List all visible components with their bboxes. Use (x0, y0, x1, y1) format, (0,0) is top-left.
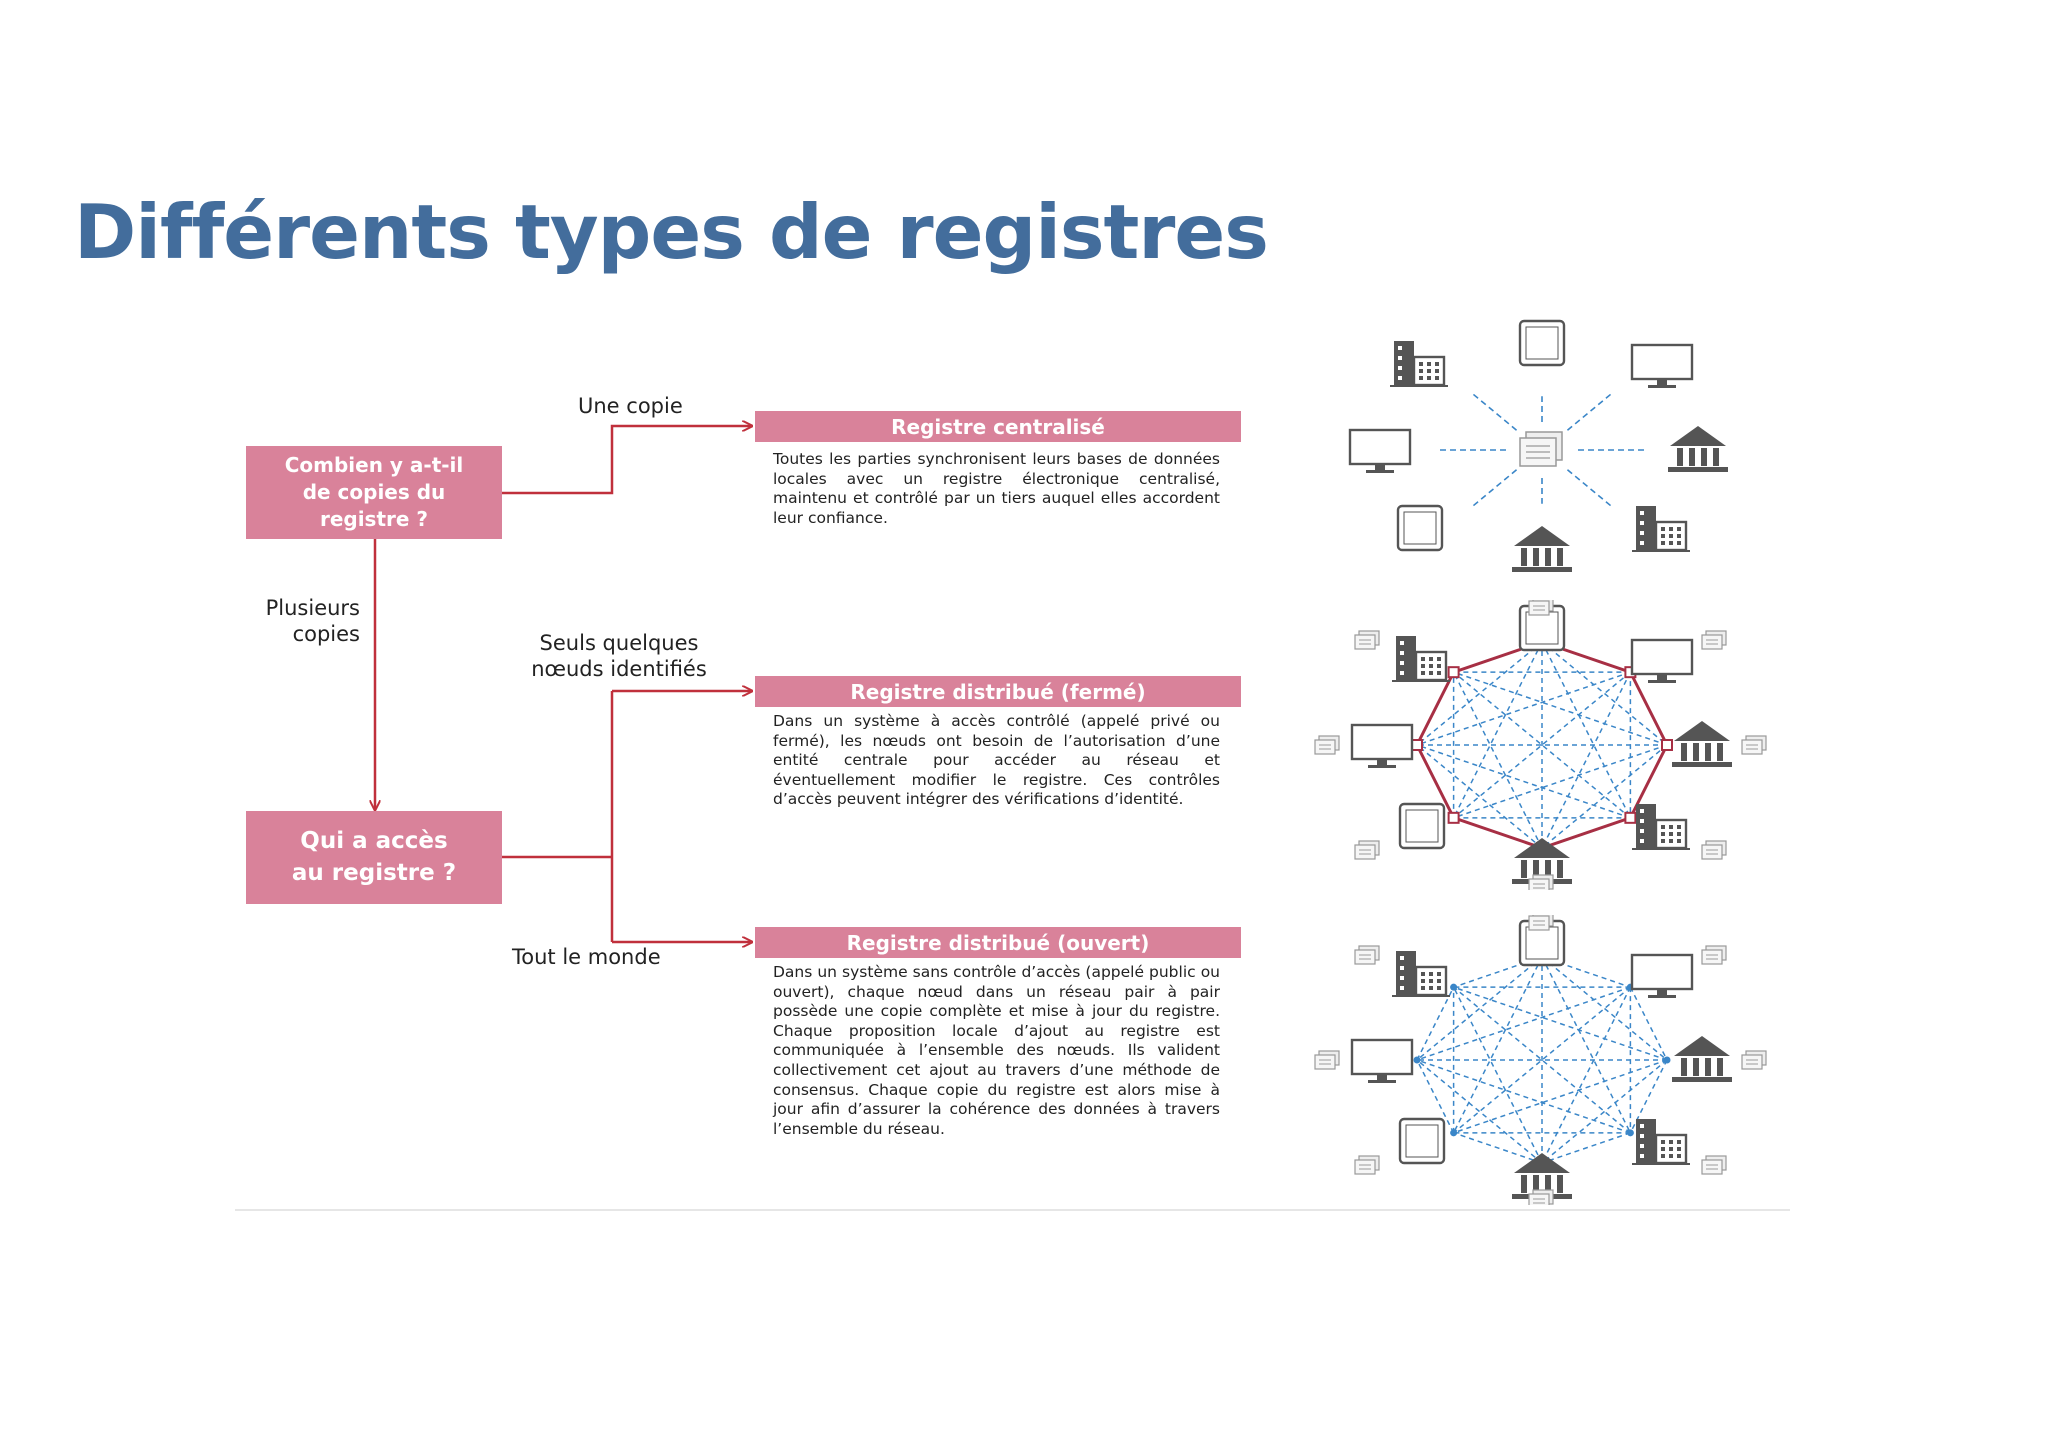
lock-icon (1411, 739, 1423, 751)
header-distributed-closed: Registre distribué (fermé) (755, 676, 1241, 707)
mesh-link (1453, 956, 1543, 988)
lock-icon (1624, 811, 1637, 824)
mesh-link (1452, 671, 1543, 849)
tablet-icon (1398, 802, 1446, 850)
ledger-icon (1354, 945, 1380, 965)
ledger-icon (1314, 1050, 1340, 1070)
mesh-link (1541, 956, 1631, 988)
office-building-icon (1392, 951, 1450, 997)
header-distributed-open: Registre distribué (ouvert) (755, 927, 1241, 958)
ledger-icon (1701, 840, 1727, 860)
tablet-icon (1398, 1117, 1446, 1165)
computer-icon (1630, 638, 1694, 683)
mesh-link (1541, 986, 1632, 1164)
mesh-link (1629, 986, 1668, 1061)
mesh-link (1453, 671, 1668, 746)
lock-icon (1661, 739, 1673, 751)
mesh-link (1416, 986, 1631, 1061)
network-distributed-open (1314, 915, 1767, 1205)
ledger-icon (1354, 840, 1380, 860)
mesh-link (1416, 1059, 1631, 1134)
bank-icon (1668, 426, 1728, 472)
bank-icon (1672, 1036, 1732, 1082)
ledger-icon (1701, 630, 1727, 650)
figure-bottom-divider (235, 1209, 1790, 1211)
mesh-node (1413, 1056, 1421, 1064)
bank-icon (1672, 721, 1732, 767)
mesh-link (1416, 744, 1631, 819)
office-building-icon (1392, 636, 1450, 682)
desc-distributed-closed: Dans un système à accès contrôlé (appelé… (773, 712, 1220, 809)
mesh-node (1663, 1056, 1671, 1064)
office-building-icon (1632, 1119, 1690, 1165)
ledger-icon (1701, 1155, 1727, 1175)
mesh-link (1452, 641, 1543, 819)
office-building-icon (1632, 506, 1690, 552)
bank-icon (1512, 526, 1572, 572)
office-building-icon (1390, 341, 1448, 387)
label-everyone: Tout le monde (512, 945, 661, 969)
label-one-copy: Une copie (578, 394, 683, 418)
link-line (1566, 392, 1614, 431)
mesh-link (1453, 986, 1668, 1061)
mesh-link (1541, 956, 1632, 1134)
lock-icon (1447, 666, 1460, 679)
link-line (1470, 392, 1518, 431)
ledger-icon (1741, 735, 1767, 755)
lock-icon (1447, 811, 1460, 824)
mesh-node (1450, 983, 1458, 991)
mesh-link (1453, 986, 1631, 1134)
ledger-icon (1354, 630, 1380, 650)
question-copies-box: Combien y a-t-il de copies du registre ? (246, 446, 502, 539)
ledger-icon (1528, 600, 1554, 616)
label-few-nodes: Seuls quelques nœuds identifiés (531, 631, 707, 682)
ledger-icon (1314, 735, 1340, 755)
question-access-box: Qui a accès au registre ? (246, 811, 502, 904)
mesh-link (1541, 671, 1632, 849)
mesh-link (1416, 1059, 1455, 1134)
computer-icon (1630, 953, 1694, 998)
ledger-large-icon (1519, 431, 1563, 467)
ledger-icon (1741, 1050, 1767, 1070)
computer-icon (1350, 723, 1414, 768)
network-distributed-closed (1314, 600, 1767, 890)
arrow-one-copy (502, 426, 752, 495)
computer-icon (1348, 428, 1412, 473)
ledger-icon (1354, 1155, 1380, 1175)
page-title: Différents types de registres (74, 188, 1269, 276)
network-centralized (1348, 319, 1728, 572)
mesh-link (1453, 1132, 1543, 1164)
ledger-icon (1528, 1189, 1554, 1205)
mesh-link (1453, 671, 1631, 819)
desc-centralized: Toutes les parties synchronisent leurs b… (773, 450, 1220, 527)
mesh-link (1452, 986, 1543, 1164)
mesh-link (1452, 956, 1543, 1134)
mesh-node (1450, 1129, 1458, 1137)
mesh-link (1453, 671, 1631, 819)
link-line (1470, 469, 1518, 508)
computer-icon (1630, 343, 1694, 388)
ledger-icon (1528, 915, 1554, 931)
mesh-link (1541, 641, 1632, 819)
mesh-link (1453, 986, 1631, 1134)
office-building-icon (1632, 804, 1690, 850)
mesh-link (1453, 744, 1668, 819)
ledger-icon (1528, 874, 1554, 890)
computer-icon (1350, 1038, 1414, 1083)
mesh-link (1416, 986, 1455, 1061)
tablet-icon (1396, 504, 1444, 552)
link-line (1566, 469, 1614, 508)
desc-distributed-open: Dans un système sans contrôle d’accès (a… (773, 963, 1220, 1138)
mesh-node (1626, 1129, 1634, 1137)
mesh-link (1453, 1059, 1668, 1134)
header-centralized: Registre centralisé (755, 411, 1241, 442)
tablet-icon (1518, 319, 1566, 367)
ledger-icon (1701, 945, 1727, 965)
mesh-link (1541, 1132, 1631, 1164)
mesh-link (1416, 671, 1631, 746)
arrow-split-vertical (502, 691, 614, 942)
label-several-copies: Plusieurs copies (265, 596, 360, 647)
